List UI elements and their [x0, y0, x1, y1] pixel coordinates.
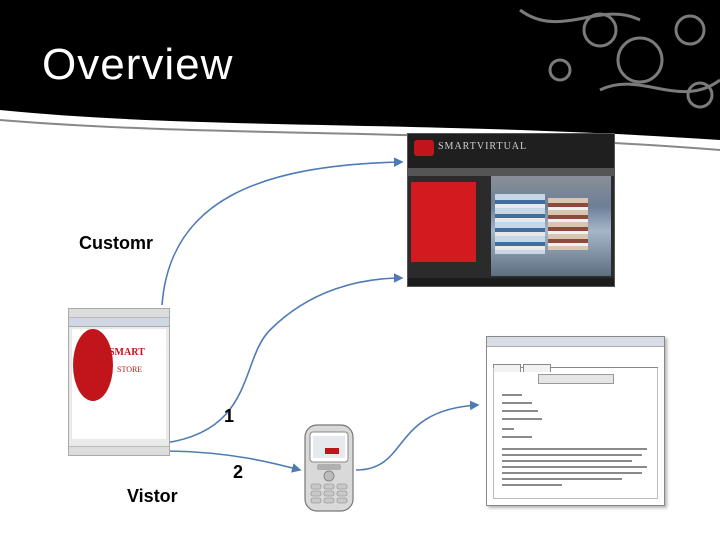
- nokia-phone-icon: [304, 424, 354, 512]
- mobile-menu-bar: [69, 318, 169, 327]
- admin-tabs: [493, 359, 658, 372]
- store-shelf-right: [548, 198, 588, 250]
- mobile-logo-subtext: STORE: [117, 365, 143, 374]
- admin-window-screenshot: [486, 336, 665, 506]
- mobile-soft-keys: [69, 446, 169, 455]
- web-store-footer: [408, 278, 614, 286]
- web-store-header: SMARTVIRTUAL: [408, 134, 614, 168]
- web-store-menu-panel: [411, 182, 476, 262]
- cart-logo-icon: [414, 140, 434, 156]
- mobile-title-bar: [69, 309, 169, 318]
- cart-logo-icon: [73, 329, 113, 401]
- label-customer: Customr: [79, 233, 154, 253]
- web-store-screenshot: SMARTVIRTUAL: [407, 133, 615, 287]
- arrow-customer-to-webstore: [161, 157, 404, 306]
- web-store-logo-text: SMARTVIRTUAL: [438, 141, 528, 152]
- admin-title-bar: [487, 337, 664, 347]
- admin-button: [538, 374, 614, 384]
- arrow-mobile-to-webstore: [164, 273, 404, 444]
- mobile-app-screenshot: SMART STORE: [68, 308, 170, 456]
- admin-tab: [523, 364, 551, 372]
- web-store-nav: [408, 168, 614, 176]
- label-step-1: 1: [224, 406, 235, 426]
- store-shelf-left: [495, 194, 545, 254]
- arrow-phone-to-admin: [355, 400, 480, 471]
- label-visitor: Vistor: [127, 486, 178, 506]
- label-step-2: 2: [233, 462, 244, 482]
- mobile-logo-text: SMART: [109, 347, 145, 358]
- slide-title: Overview: [42, 40, 234, 89]
- admin-panel: [493, 368, 658, 499]
